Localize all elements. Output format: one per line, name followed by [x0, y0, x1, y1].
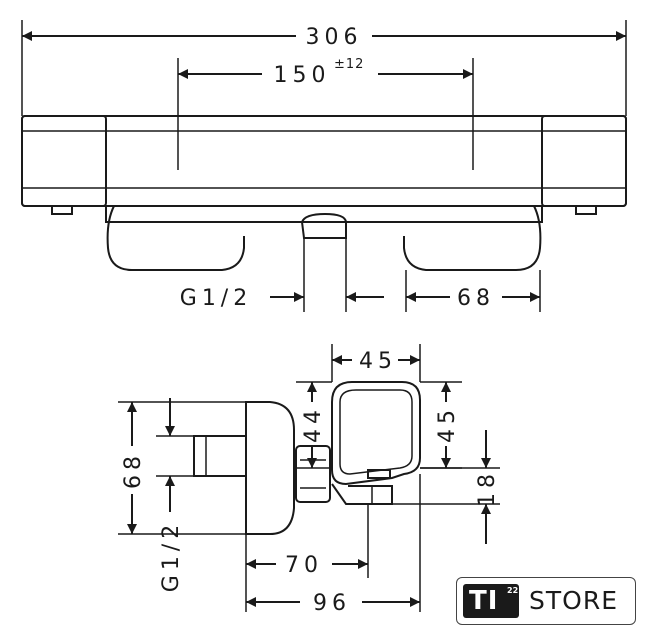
spout — [300, 212, 347, 239]
bottom-plate — [105, 206, 543, 223]
dim-70-label: 70 — [285, 553, 323, 578]
dim-306-label: 306 — [306, 25, 363, 50]
side-dimensions — [118, 344, 500, 612]
side-view — [193, 381, 421, 535]
dim-45-height-label: 45 — [435, 405, 460, 443]
dim-150-label: 150 — [274, 63, 331, 88]
left-foot — [51, 205, 73, 215]
dim-150-value: 150 — [274, 63, 331, 88]
logo-ti-mark: TI 22 — [463, 584, 519, 618]
left-union — [106, 205, 245, 271]
dim-g12-top-label: G1/2 — [180, 286, 252, 311]
dim-18-label: 18 — [475, 469, 500, 507]
lower-spout — [331, 483, 393, 505]
dim-68-side-label: 68 — [121, 451, 146, 489]
right-end-cap — [541, 115, 627, 207]
dim-g12-side-label: G1/2 — [159, 520, 184, 592]
dim-150-tolerance: ±12 — [334, 57, 364, 72]
top-view — [21, 115, 627, 271]
top-dimensions — [21, 20, 627, 312]
escutcheon — [245, 401, 295, 535]
store-logo: TI 22 STORE — [456, 577, 636, 625]
dim-96-label: 96 — [313, 591, 351, 616]
dim-45-width-label: 45 — [359, 349, 397, 374]
dim-44-label: 44 — [301, 405, 326, 443]
left-end-cap — [21, 115, 107, 207]
dim-68-top-label: 68 — [457, 286, 495, 311]
logo-superscript: 22 — [507, 586, 519, 595]
logo-store-text: STORE — [529, 586, 618, 615]
main-block-inner — [339, 389, 413, 475]
right-foot — [575, 205, 597, 215]
mixer-body-outline — [21, 115, 627, 207]
right-union — [403, 205, 542, 271]
logo-brand-text: TI — [469, 586, 499, 616]
wall-connector — [193, 435, 247, 477]
spout-outlet — [367, 469, 391, 479]
main-block — [331, 381, 421, 486]
